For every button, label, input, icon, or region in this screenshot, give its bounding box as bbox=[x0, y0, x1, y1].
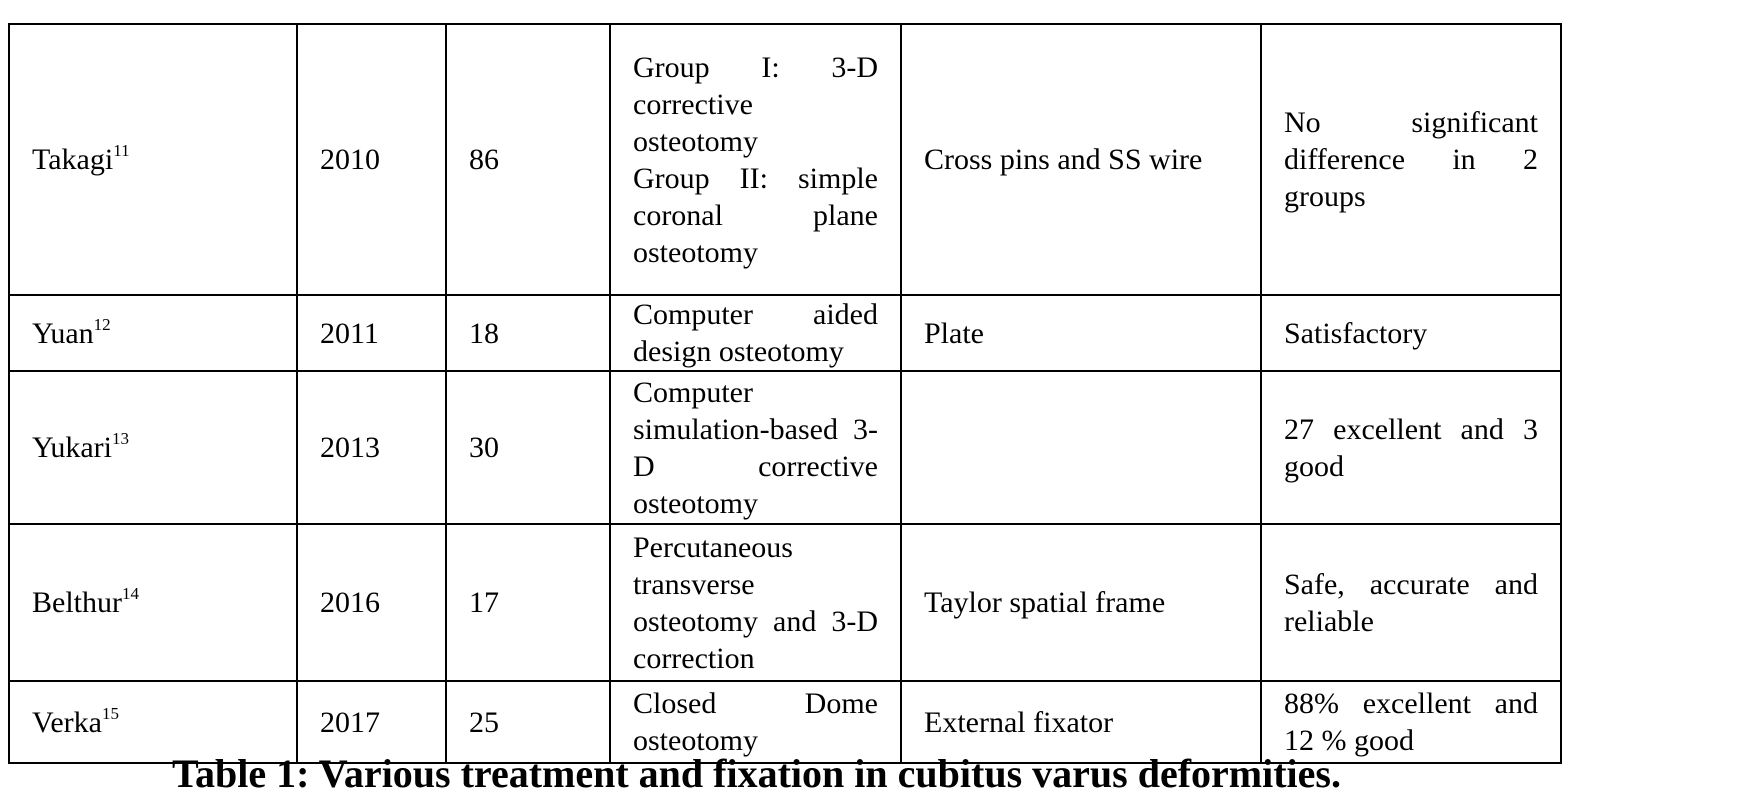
cases-cell: 18 bbox=[445, 294, 611, 372]
fixation-cell: Plate bbox=[900, 294, 1262, 372]
result-cell: Safe, accurate and reliable bbox=[1260, 523, 1562, 682]
method-line: Percutaneous transverse osteotomy and 3-… bbox=[633, 530, 878, 675]
cases-cell: 17 bbox=[445, 523, 611, 682]
author-cell: Yukari13 bbox=[8, 370, 298, 525]
result-text: 27 excellent and 3 good bbox=[1284, 412, 1538, 483]
result-cell: No significant difference in 2 groups bbox=[1260, 23, 1562, 296]
author-name: Belthur bbox=[32, 586, 122, 619]
reference-number: 14 bbox=[122, 584, 139, 603]
result-text: 88% excellent and 12 % good bbox=[1284, 687, 1538, 757]
table-caption: Table 1: Various treatment and fixation … bbox=[172, 751, 1341, 796]
method-line: Computer simulation-based 3-D corrective… bbox=[633, 375, 878, 520]
fixation-cell bbox=[900, 370, 1262, 525]
reference-number: 12 bbox=[93, 314, 111, 334]
table-row: Yuan12 2011 18 Computer aided design ost… bbox=[8, 294, 1562, 372]
fixation-cell: Taylor spatial frame bbox=[900, 523, 1262, 682]
year-cell: 2016 bbox=[296, 523, 447, 682]
method-cell: Closed Dome osteotomy bbox=[609, 680, 902, 764]
studies-table: Takagi11 2010 86 Group I: 3-D corrective… bbox=[8, 23, 1562, 764]
author-name: Verka bbox=[32, 705, 102, 739]
method-line: Group II: simple coronal plane osteotomy bbox=[633, 161, 878, 269]
table-row: Verka15 2017 25 Closed Dome osteotomy Ex… bbox=[8, 680, 1562, 764]
year-cell: 2017 bbox=[296, 680, 447, 764]
author-name: Takagi bbox=[32, 143, 114, 176]
author-cell: Belthur14 bbox=[8, 523, 298, 682]
table-row: Takagi11 2010 86 Group I: 3-D corrective… bbox=[8, 23, 1562, 296]
author-cell: Verka15 bbox=[8, 680, 298, 764]
result-cell: 88% excellent and 12 % good bbox=[1260, 680, 1562, 764]
method-cell: Percutaneous transverse osteotomy and 3-… bbox=[609, 523, 902, 682]
author-name: Yuan bbox=[32, 316, 94, 350]
cases-cell: 25 bbox=[445, 680, 611, 764]
method-line: Group I: 3-D corrective osteotomy bbox=[633, 50, 878, 158]
method-cell: Computer aided design osteotomy bbox=[609, 294, 902, 372]
cases-cell: 86 bbox=[445, 23, 611, 296]
method-line: Computer aided design osteotomy bbox=[633, 298, 878, 368]
result-text: No significant difference in 2 groups bbox=[1284, 106, 1538, 213]
method-line: Closed Dome osteotomy bbox=[633, 687, 878, 757]
author-cell: Yuan12 bbox=[8, 294, 298, 372]
result-text: Satisfactory bbox=[1284, 316, 1428, 350]
result-cell: 27 excellent and 3 good bbox=[1260, 370, 1562, 525]
year-cell: 2013 bbox=[296, 370, 447, 525]
result-text: Safe, accurate and reliable bbox=[1284, 567, 1538, 638]
year-cell: 2011 bbox=[296, 294, 447, 372]
reference-number: 13 bbox=[111, 429, 129, 448]
table-row: Belthur14 2016 17 Percutaneous transvers… bbox=[8, 523, 1562, 682]
year-cell: 2010 bbox=[296, 23, 447, 296]
reference-number: 11 bbox=[113, 141, 130, 160]
fixation-cell: External fixator bbox=[900, 680, 1262, 764]
author-name: Yukari bbox=[32, 431, 112, 464]
result-cell: Satisfactory bbox=[1260, 294, 1562, 372]
cases-cell: 30 bbox=[445, 370, 611, 525]
method-cell: Computer simulation-based 3-D corrective… bbox=[609, 370, 902, 525]
table-row: Yukari13 2013 30 Computer simulation-bas… bbox=[8, 370, 1562, 525]
author-cell: Takagi11 bbox=[8, 23, 298, 296]
reference-number: 15 bbox=[101, 703, 119, 723]
fixation-cell: Cross pins and SS wire bbox=[900, 23, 1262, 296]
